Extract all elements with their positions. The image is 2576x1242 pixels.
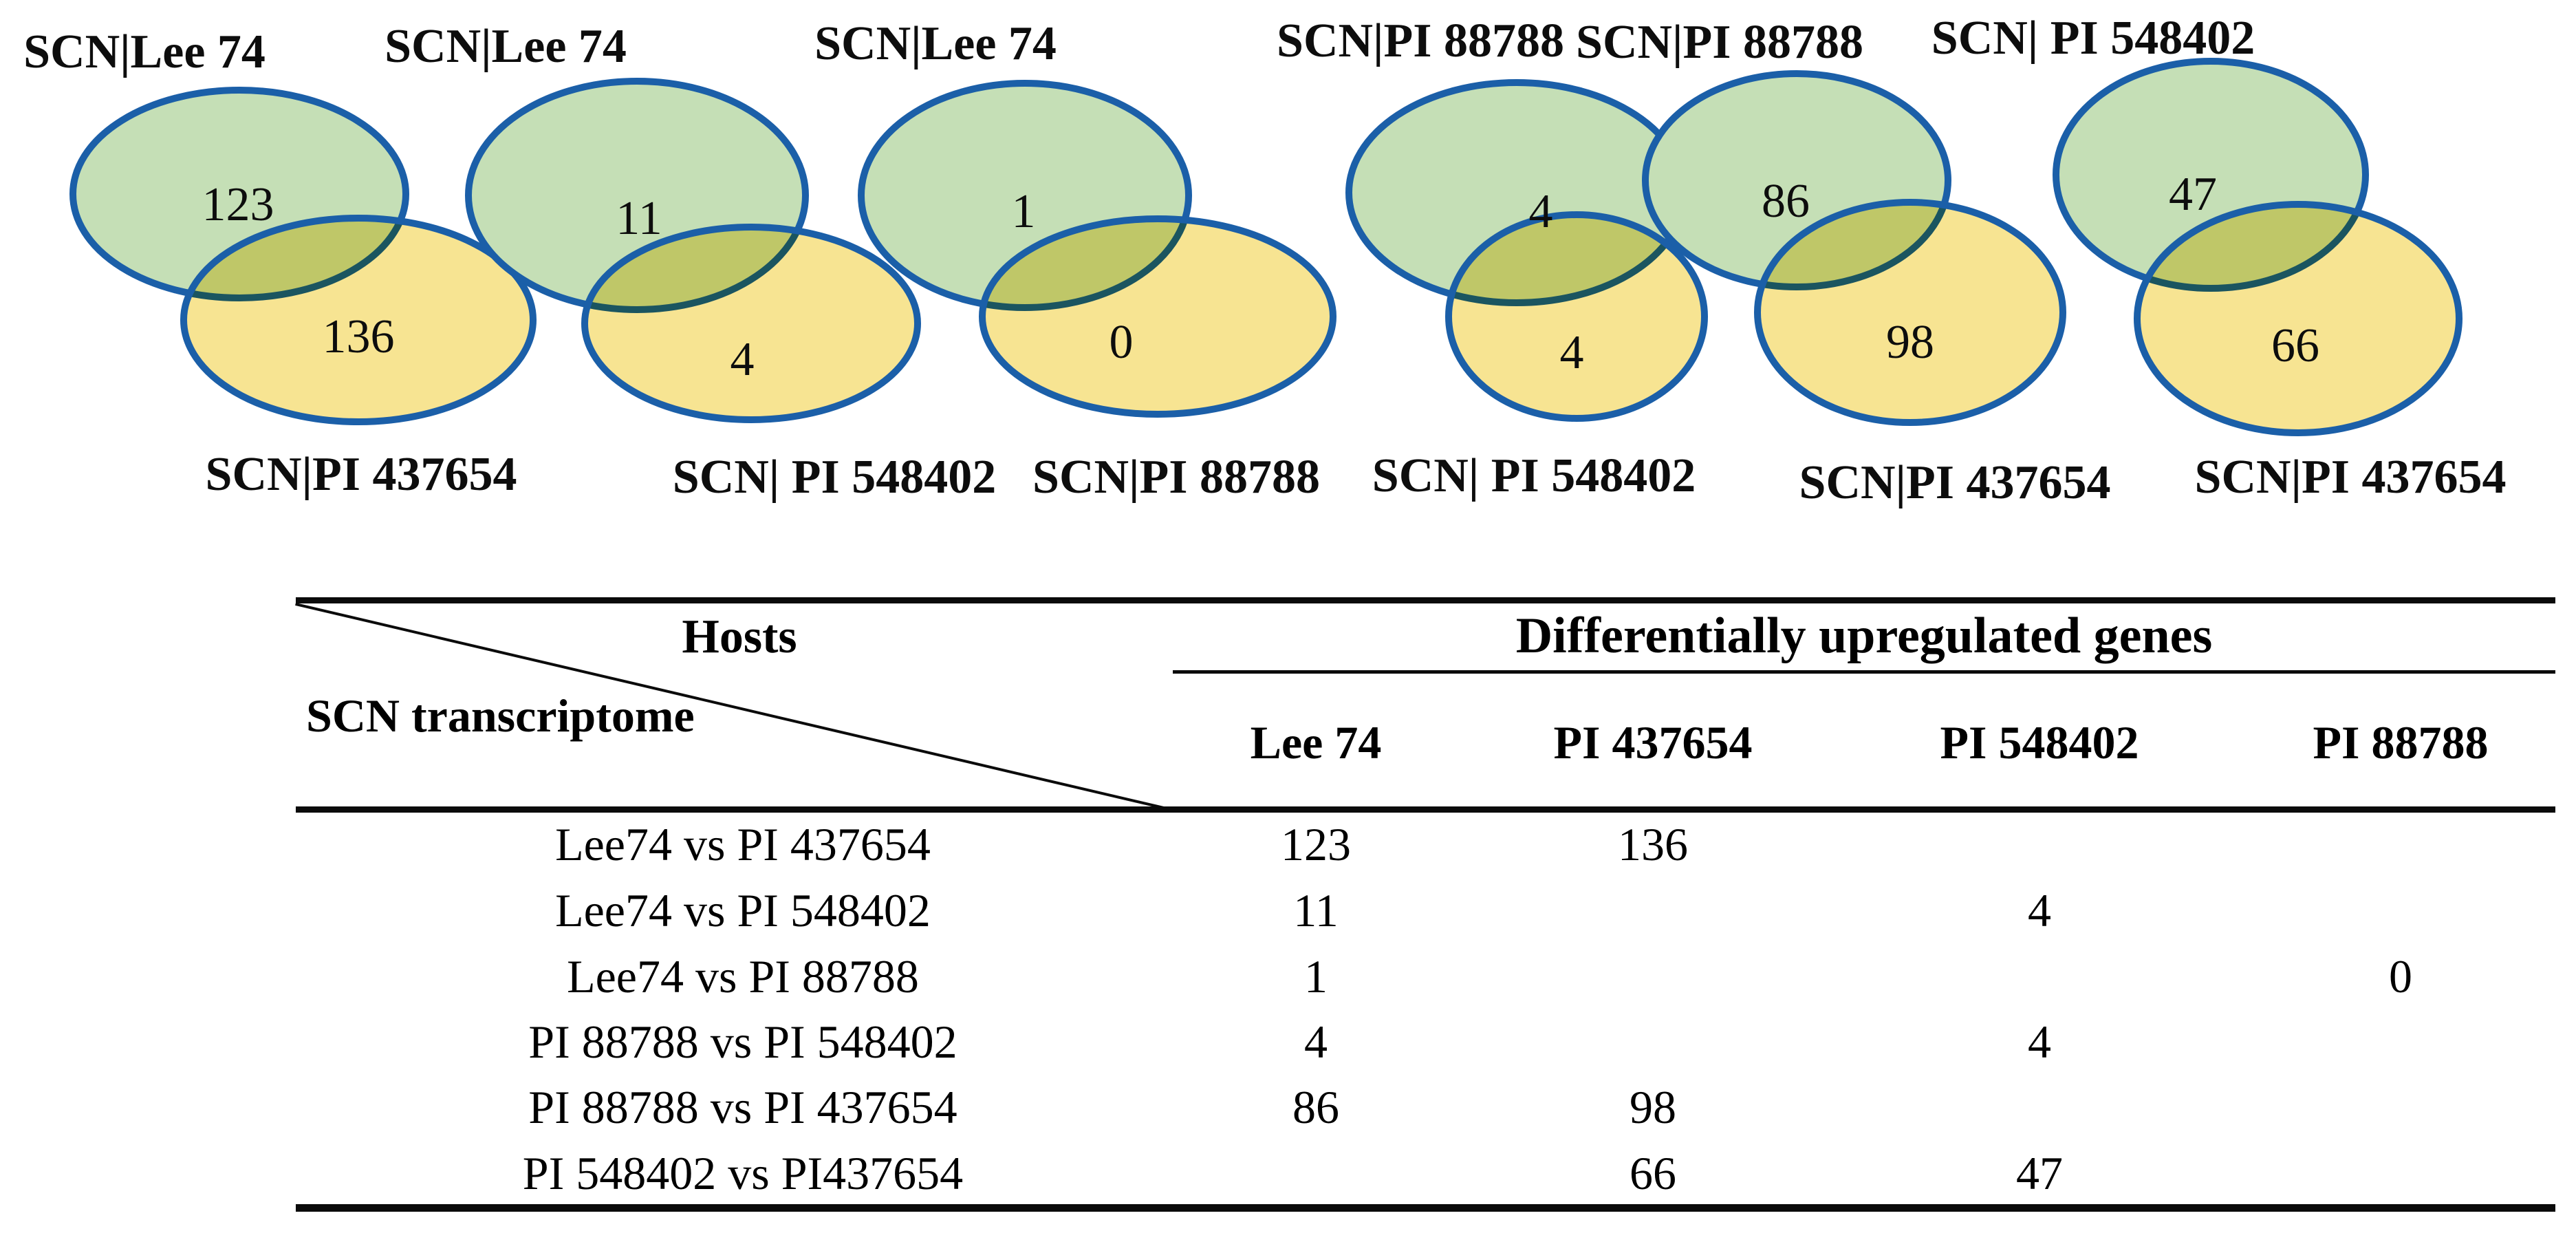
venn-2-top-value: 11: [616, 192, 662, 245]
venn-1-top-label: SCN|Lee 74: [23, 25, 266, 78]
table-cell: 47: [2016, 1147, 2063, 1199]
corner-header-hosts: Hosts: [682, 610, 797, 663]
venn-pi88788-vs-pi548402: SCN|PI 88788 4 4 SCN| PI 548402: [1277, 14, 1708, 502]
table-cell: 4: [2028, 884, 2051, 936]
venn-5-yellow-outline: [1754, 199, 2066, 426]
venn-6-bottom-value: 66: [2271, 319, 2319, 372]
venn-2-bottom-label: SCN| PI 548402: [673, 451, 996, 504]
venn-5-top-label: SCN|PI 88788: [1576, 16, 1863, 69]
venn-diagram-row: SCN|Lee 74 123 136 SCN|PI 437654 SCN|Lee…: [23, 12, 2507, 509]
column-header-pi437654: PI 437654: [1553, 716, 1753, 769]
venn-3-top-value: 1: [1012, 185, 1036, 238]
venn-2-yellow-outline: [581, 224, 921, 423]
venn-1-yellow-ellipse: [184, 218, 533, 422]
venn-pi548402-vs-pi437654: SCN| PI 548402 47 66 SCN|PI 437654: [1931, 12, 2507, 504]
venn-5-top-value: 86: [1762, 175, 1810, 228]
column-header-pi548402: PI 548402: [1940, 716, 2139, 769]
venn-6-top-label: SCN| PI 548402: [1931, 12, 2255, 65]
table-row-label: Lee74 vs PI 437654: [555, 818, 931, 870]
table-cell: 4: [2028, 1016, 2051, 1068]
venn-3-yellow-ellipse: [982, 219, 1333, 414]
venn-3-top-label: SCN|Lee 74: [814, 17, 1057, 70]
venn-6-yellow-outline: [2134, 201, 2463, 436]
venn-4-yellow-ellipse: [1449, 215, 1704, 418]
venn-6-top-value: 47: [2169, 168, 2217, 221]
venn-5-yellow-ellipse: [1757, 202, 2063, 422]
venn-lee74-vs-pi548402: SCN|Lee 74 11 4 SCN| PI 548402: [385, 20, 996, 504]
table-cell: 66: [1630, 1147, 1676, 1199]
venn-1-bottom-label: SCN|PI 437654: [206, 448, 517, 501]
table-top-rule: [296, 597, 2555, 603]
venn-5-bottom-value: 98: [1886, 316, 1934, 369]
venn-pi88788-vs-pi437654: SCN|PI 88788 86 98 SCN|PI 437654: [1576, 16, 2110, 509]
table-cell: 1: [1304, 950, 1328, 1003]
venn-6-yellow-ellipse: [2137, 204, 2459, 433]
column-header-lee74: Lee 74: [1250, 716, 1382, 769]
venn-1-yellow-outline: [180, 215, 537, 425]
table-row-label: Lee74 vs PI 548402: [555, 884, 931, 936]
table-header-rule: [296, 806, 2555, 813]
row-group-header: SCN transcriptome: [306, 689, 695, 742]
table-cell: 86: [1292, 1081, 1339, 1133]
table-cell: 136: [1618, 818, 1688, 870]
venn-4-bottom-label: SCN| PI 548402: [1372, 449, 1696, 502]
table-row-label: PI 548402 vs PI437654: [522, 1147, 964, 1199]
span-header: Differentially upregulated genes: [1515, 608, 2213, 664]
venn-1-top-value: 123: [202, 178, 274, 231]
venn-5-bottom-label: SCN|PI 437654: [1799, 456, 2111, 509]
venn-2-bottom-value: 4: [730, 333, 755, 386]
table-bottom-rule: [296, 1204, 2555, 1212]
venn-6-bottom-label: SCN|PI 437654: [2195, 451, 2507, 504]
table-cell: 0: [2389, 950, 2412, 1003]
table-row-label: PI 88788 vs PI 437654: [528, 1081, 957, 1133]
venn-3-bottom-value: 0: [1110, 316, 1134, 369]
span-header-underline: [1173, 670, 2555, 674]
column-header-pi88788: PI 88788: [2313, 716, 2489, 769]
venn-3-bottom-label: SCN|PI 88788: [1032, 451, 1320, 504]
venn-3-yellow-outline: [979, 215, 1336, 418]
venn-lee74-vs-pi88788: SCN|Lee 74 1 0 SCN|PI 88788: [814, 17, 1336, 504]
venn-4-yellow-outline: [1445, 211, 1708, 422]
table-row-label: PI 88788 vs PI 548402: [528, 1016, 957, 1068]
table-row-label: Lee74 vs PI 88788: [567, 950, 919, 1003]
venn-2-yellow-ellipse: [585, 227, 918, 420]
venn-4-bottom-value: 4: [1560, 326, 1584, 379]
table-cell: 123: [1281, 818, 1351, 870]
venn-4-top-label: SCN|PI 88788: [1277, 14, 1564, 67]
venn-1-bottom-value: 136: [323, 310, 395, 363]
venn-4-top-value: 4: [1529, 185, 1553, 238]
venn-lee74-vs-pi437654: SCN|Lee 74 123 136 SCN|PI 437654: [23, 25, 537, 501]
table-cell: 4: [1304, 1016, 1328, 1068]
table-cell: 11: [1293, 884, 1339, 936]
venn-2-top-label: SCN|Lee 74: [385, 20, 627, 73]
table-cell: 98: [1630, 1081, 1676, 1133]
